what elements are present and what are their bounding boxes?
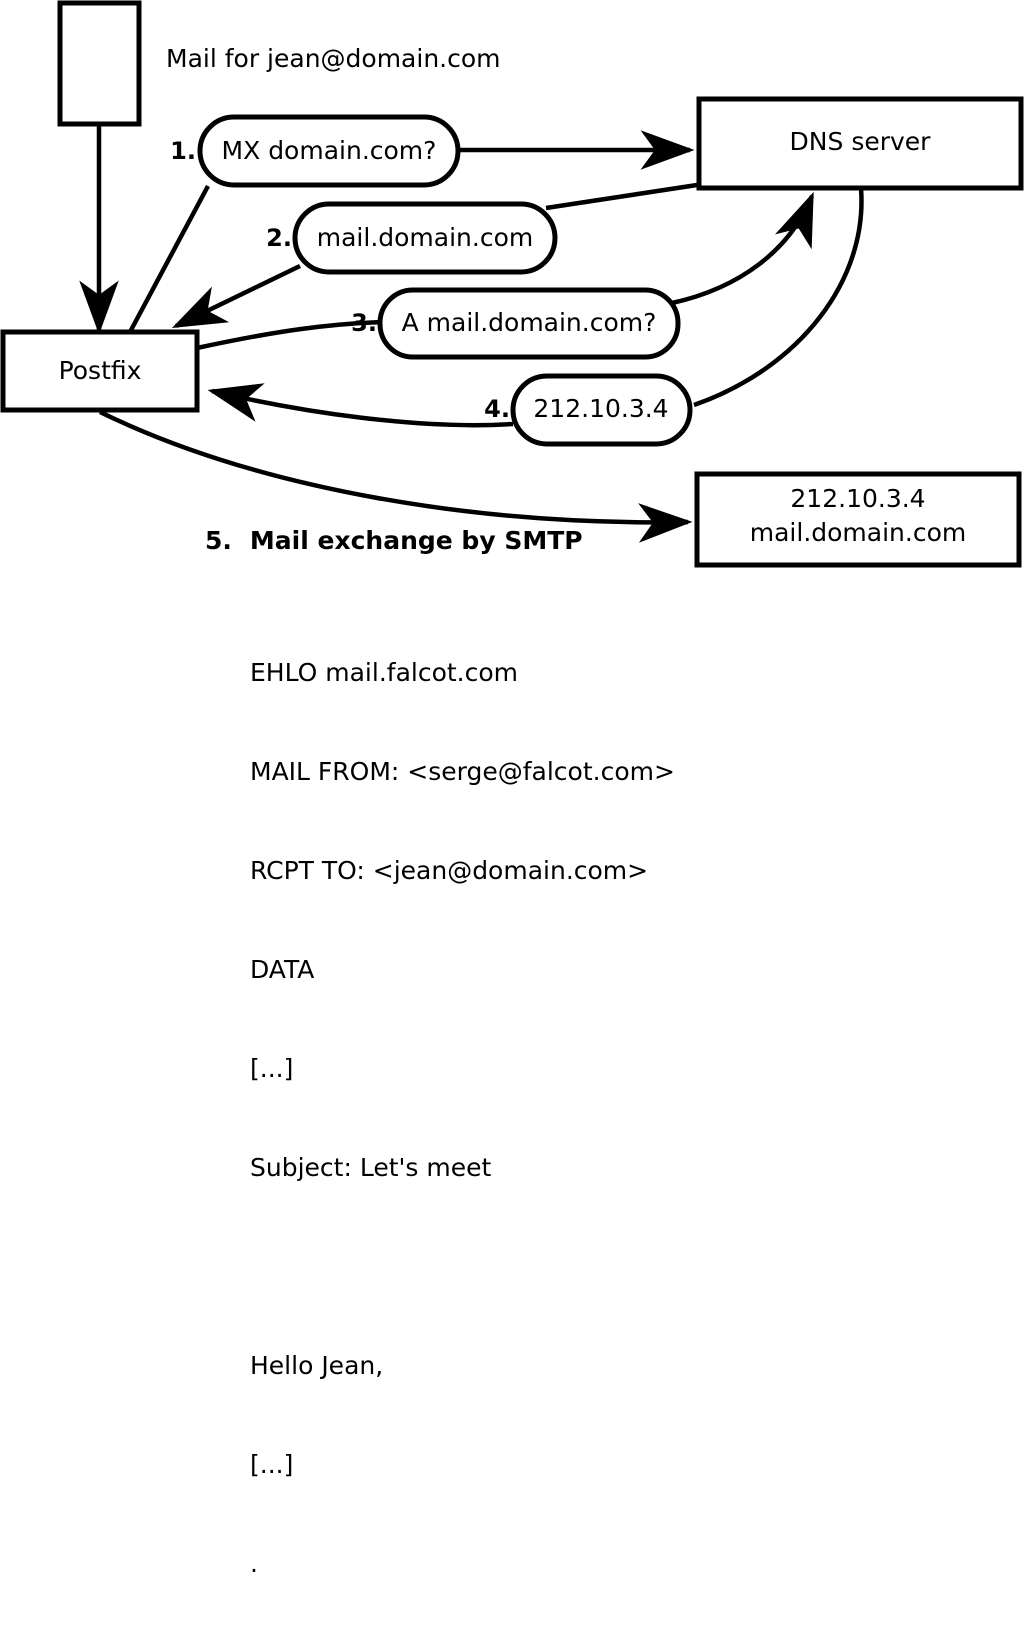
node-dns-label: DNS server — [790, 127, 932, 156]
smtp-line: [...] — [250, 1054, 294, 1083]
diagram-canvas: Postfix DNS server 212.10.3.4 mail.domai… — [0, 0, 1024, 568]
smtp-line: RCPT TO: <jean@domain.com> — [250, 856, 649, 885]
smtp-line: [...] — [250, 1450, 294, 1479]
edge-postfix-to-mailserver — [99, 409, 693, 543]
smtp-line: DATA — [250, 955, 315, 984]
edge-postfix-to-step1 — [128, 184, 210, 334]
step-number-5: 5. — [205, 526, 232, 555]
edge-step2-to-postfix — [171, 263, 301, 329]
edge-dns-to-step4 — [693, 187, 864, 408]
step-number-4: 4. — [484, 395, 510, 423]
bubble-step-1-label: MX domain.com? — [222, 136, 437, 165]
smtp-line: Hello Jean, — [250, 1351, 384, 1380]
bubble-step-2-label: mail.domain.com — [317, 223, 533, 252]
step-5-label: Mail exchange by SMTP — [249, 526, 583, 555]
step-number-3: 3. — [351, 309, 377, 337]
edge-step3-to-dns — [671, 191, 815, 306]
smtp-line: Subject: Let's meet — [250, 1153, 492, 1182]
edge-postfix-to-step3 — [196, 319, 383, 351]
mail-flow-diagram: Postfix DNS server 212.10.3.4 mail.domai… — [0, 0, 1024, 1578]
node-postfix-label: Postfix — [59, 356, 142, 385]
node-client-box — [57, 0, 142, 127]
edge-dns-to-step2 — [545, 182, 698, 211]
step-number-2: 2. — [266, 224, 292, 252]
step-5-caption: 5. Mail exchange by SMTP — [205, 526, 583, 555]
bubble-step-2 — [292, 201, 558, 275]
caption-mail-for: Mail for jean@domain.com — [166, 44, 501, 73]
bubble-step-3-label: A mail.domain.com? — [402, 308, 657, 337]
step-number-1: 1. — [170, 137, 196, 165]
bubble-step-1 — [197, 114, 461, 188]
smtp-line: MAIL FROM: <serge@falcot.com> — [250, 757, 675, 786]
node-mailserver-ip: 212.10.3.4 — [790, 484, 925, 513]
smtp-transcript: EHLO mail.falcot.com MAIL FROM: <serge@f… — [250, 590, 675, 1646]
node-mailserver-host: mail.domain.com — [750, 518, 966, 547]
edge-step4-to-postfix — [207, 383, 514, 428]
bubble-step-4 — [510, 373, 693, 447]
bubble-step-4-label: 212.10.3.4 — [533, 394, 668, 423]
node-postfix-box — [0, 329, 200, 413]
node-dns-box — [696, 96, 1024, 191]
node-mailserver-box — [694, 471, 1022, 568]
bubble-step-3 — [377, 287, 681, 360]
smtp-line: . — [250, 1549, 258, 1578]
smtp-line-blank — [250, 1250, 675, 1283]
smtp-line: EHLO mail.falcot.com — [250, 658, 519, 687]
